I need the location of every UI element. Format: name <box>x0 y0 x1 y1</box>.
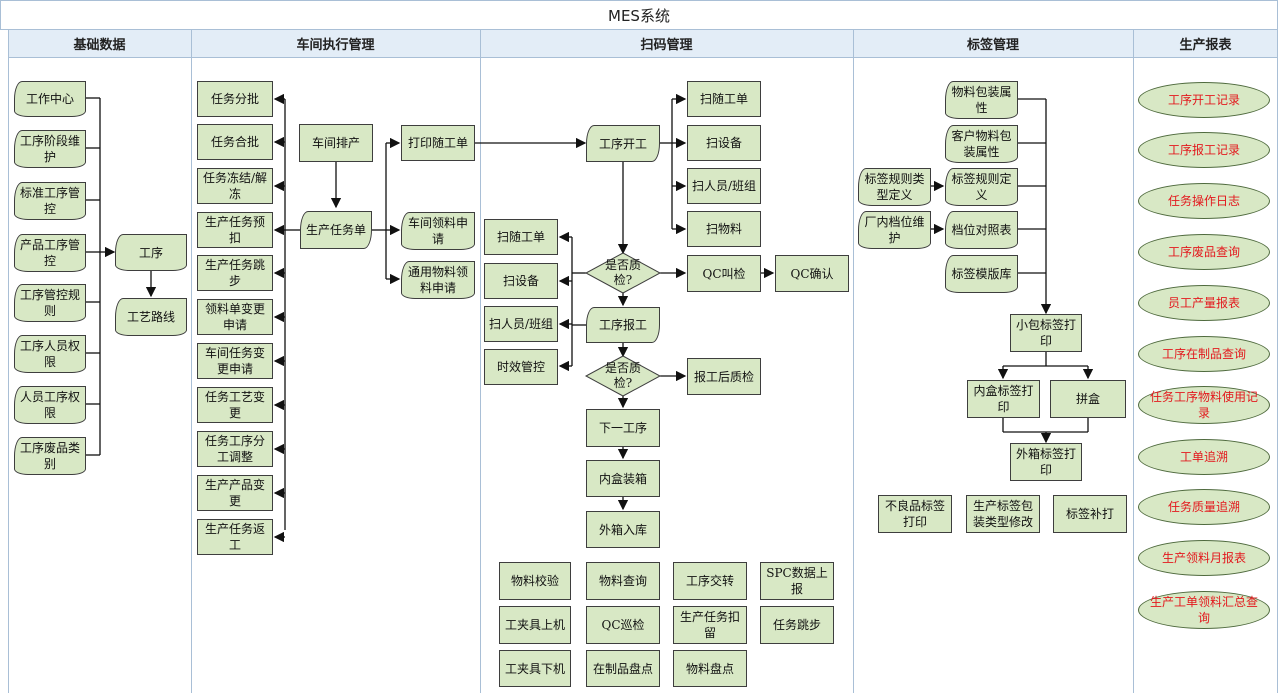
decision-qc-1: 是否质检? <box>604 258 641 287</box>
report-order-trace[interactable]: 工单追溯 <box>1138 439 1270 475</box>
qc-patrol[interactable]: QC巡检 <box>586 606 660 644</box>
material-check[interactable]: 物料校验 <box>499 562 571 600</box>
column-header-basic: 基础数据 <box>8 30 191 58</box>
task-division-adjust[interactable]: 任务工序分工调整 <box>197 431 273 467</box>
inner-box-print[interactable]: 内盒标签打印 <box>967 380 1040 418</box>
time-control[interactable]: 时效管控 <box>484 349 558 385</box>
basic-work-center[interactable]: 工作中心 <box>14 81 86 117</box>
basic-scrap-category[interactable]: 工序废品类别 <box>14 437 86 475</box>
report-staff-output[interactable]: 员工产量报表 <box>1138 285 1270 321</box>
scan-staff-left[interactable]: 扫人员/班组 <box>484 306 558 342</box>
report-task-log[interactable]: 任务操作日志 <box>1138 183 1270 219</box>
report-picking-summary[interactable]: 生产工单领料汇总查询 <box>1138 591 1270 629</box>
task-merge[interactable]: 任务合批 <box>197 124 273 160</box>
label-reprint[interactable]: 标签补打 <box>1053 495 1127 533</box>
task-split[interactable]: 任务分批 <box>197 81 273 117</box>
qc-confirm[interactable]: QC确认 <box>775 255 849 292</box>
task-rework[interactable]: 生产任务返工 <box>197 519 273 555</box>
qc-call[interactable]: QC叫检 <box>687 255 761 292</box>
basic-product-process[interactable]: 产品工序管控 <box>14 234 86 272</box>
workshop-schedule[interactable]: 车间排产 <box>299 124 373 162</box>
factory-grade-maintain[interactable]: 厂内档位维护 <box>858 211 931 249</box>
column-divider <box>480 30 481 693</box>
column-header-scan: 扫码管理 <box>480 30 853 58</box>
label-rule-type[interactable]: 标签规则类型定义 <box>858 168 931 206</box>
workshop-material-request[interactable]: 车间领料申请 <box>401 212 475 250</box>
column-header-report: 生产报表 <box>1133 30 1278 58</box>
scan-slip-left[interactable]: 扫随工单 <box>484 219 558 255</box>
material-query[interactable]: 物料查询 <box>586 562 660 600</box>
report-monthly-picking[interactable]: 生产领料月报表 <box>1138 540 1270 576</box>
basic-stage-maintain[interactable]: 工序阶段维护 <box>14 130 86 168</box>
scan-equipment-left[interactable]: 扫设备 <box>484 263 558 299</box>
page-title: MES系统 <box>0 0 1278 30</box>
basic-staff-process[interactable]: 人员工序权限 <box>14 386 86 424</box>
basic-process[interactable]: 工序 <box>115 234 187 271</box>
fixture-unmount[interactable]: 工夹具下机 <box>499 650 571 687</box>
report-wip-query[interactable]: 工序在制品查询 <box>1138 336 1270 372</box>
scan-material-right[interactable]: 扫物料 <box>687 211 761 247</box>
column-header-workshop: 车间执行管理 <box>191 30 480 58</box>
outer-box-storage[interactable]: 外箱入库 <box>586 511 660 548</box>
fixture-mount[interactable]: 工夹具上机 <box>499 606 571 644</box>
defect-label-print[interactable]: 不良品标签打印 <box>878 495 952 533</box>
column-divider <box>853 30 854 693</box>
box-assemble[interactable]: 拼盒 <box>1050 380 1126 418</box>
report-process-report[interactable]: 工序报工记录 <box>1138 132 1270 168</box>
decision-qc-2: 是否质检? <box>604 361 641 390</box>
material-inventory[interactable]: 物料盘点 <box>673 650 747 687</box>
customer-pack-attr[interactable]: 客户物料包装属性 <box>945 125 1018 163</box>
task-craft-change[interactable]: 任务工艺变更 <box>197 387 273 423</box>
grade-mapping[interactable]: 档位对照表 <box>945 211 1018 249</box>
task-product-change[interactable]: 生产产品变更 <box>197 475 273 511</box>
task-hold[interactable]: 生产任务扣留 <box>673 606 747 644</box>
material-pack-attr[interactable]: 物料包装属性 <box>945 81 1018 119</box>
scan-equipment-right[interactable]: 扫设备 <box>687 125 761 161</box>
task-freeze[interactable]: 任务冻结/解冻 <box>197 168 273 204</box>
outer-box-print[interactable]: 外箱标签打印 <box>1010 443 1082 481</box>
report-scrap-query[interactable]: 工序废品查询 <box>1138 234 1270 270</box>
label-rule-define[interactable]: 标签规则定义 <box>945 168 1018 206</box>
basic-process-rules[interactable]: 工序管控规则 <box>14 284 86 322</box>
decision-diamond-2 <box>584 355 662 397</box>
task-skip-scan[interactable]: 任务跳步 <box>760 606 834 644</box>
column-divider <box>8 30 9 693</box>
label-template[interactable]: 标签模版库 <box>945 255 1018 293</box>
basic-route[interactable]: 工艺路线 <box>115 298 187 336</box>
report-material-usage[interactable]: 任务工序物料使用记录 <box>1138 386 1270 424</box>
task-prededuct[interactable]: 生产任务预扣 <box>197 212 273 248</box>
column-divider <box>1277 30 1278 693</box>
scan-staff-right[interactable]: 扫人员/班组 <box>687 168 761 204</box>
column-divider <box>191 30 192 693</box>
post-report-qc[interactable]: 报工后质检 <box>687 358 761 395</box>
spc-upload[interactable]: SPC数据上报 <box>760 562 834 600</box>
basic-standard-process[interactable]: 标准工序管控 <box>14 182 86 220</box>
task-picklist-change[interactable]: 领料单变更申请 <box>197 299 273 335</box>
small-pack-print[interactable]: 小包标签打印 <box>1010 314 1082 352</box>
process-handover[interactable]: 工序交转 <box>673 562 747 600</box>
process-start[interactable]: 工序开工 <box>586 125 660 162</box>
decision-diamond-1 <box>584 252 662 294</box>
wip-inventory[interactable]: 在制品盘点 <box>586 650 660 687</box>
production-task-order[interactable]: 生产任务单 <box>300 211 372 249</box>
general-material-request[interactable]: 通用物料领料申请 <box>401 261 475 299</box>
basic-process-staff[interactable]: 工序人员权限 <box>14 335 86 373</box>
process-report[interactable]: 工序报工 <box>586 307 660 343</box>
inner-box-packing[interactable]: 内盒装箱 <box>586 460 660 497</box>
task-workshop-change[interactable]: 车间任务变更申请 <box>197 343 273 379</box>
task-skip[interactable]: 生产任务跳步 <box>197 255 273 291</box>
report-process-start[interactable]: 工序开工记录 <box>1138 82 1270 118</box>
print-slip[interactable]: 打印随工单 <box>401 125 475 161</box>
report-quality-trace[interactable]: 任务质量追溯 <box>1138 489 1270 525</box>
column-header-label: 标签管理 <box>853 30 1133 58</box>
column-divider <box>1133 30 1134 693</box>
scan-slip-right[interactable]: 扫随工单 <box>687 81 761 117</box>
pack-type-modify[interactable]: 生产标签包装类型修改 <box>966 495 1040 533</box>
next-process[interactable]: 下一工序 <box>586 409 660 447</box>
